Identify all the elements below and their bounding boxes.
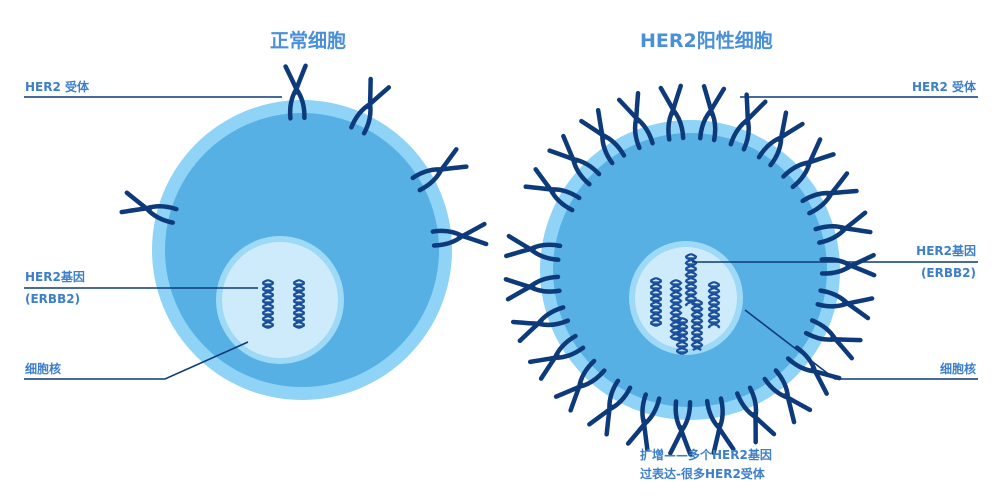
label-nucleus-right: 细胞核: [939, 362, 976, 376]
label-gene-code-left: (ERBB2): [25, 292, 81, 306]
her2-receptor-right-20-shape: [625, 392, 662, 452]
her2-receptor-right-2: [547, 133, 602, 187]
her2-positive-cell: [503, 83, 877, 457]
her2-receptor-right-12-shape: [819, 252, 877, 278]
her2-receptor-right-5-shape: [658, 83, 686, 142]
her2-gene-right-2: [669, 278, 683, 342]
her2-gene-right-1: [650, 276, 662, 328]
her2-receptor-left-5-shape: [119, 190, 179, 225]
her2-receptor-right-23-shape: [527, 333, 586, 381]
leader-line-nucleus-left: [24, 341, 249, 380]
normal-cell: [119, 63, 489, 400]
her2-receptor-right-3-shape: [579, 107, 627, 166]
her2-receptor-right-7-shape: [728, 92, 768, 152]
her2-receptor-right-3: [579, 107, 627, 166]
her2-receptor-right-26: [504, 233, 563, 263]
left-leader-lines: [24, 96, 282, 380]
her2-receptor-right-19-shape: [668, 399, 693, 457]
her2-gene-right-3-strand-1: [684, 252, 698, 307]
her2-receptor-right-9-shape: [781, 137, 836, 190]
her2-receptor-left-5: [119, 190, 179, 225]
her2-receptor-right-25-shape: [503, 274, 562, 302]
her2-receptor-right-18: [704, 396, 736, 456]
her2-gene-right-5-strand-2: [707, 280, 721, 329]
her2-receptor-right-1: [523, 167, 582, 213]
her2-receptor-right-18-shape: [704, 396, 736, 456]
her2-receptor-right-11-shape: [813, 210, 873, 245]
her2-receptor-right-5: [658, 83, 686, 142]
right-leader-lines: [692, 96, 978, 380]
her2-receptor-right-8-shape: [756, 110, 805, 168]
her2-receptor-left-2: [349, 76, 392, 136]
her2-cell-receptors: [503, 83, 877, 457]
her2-receptor-right-8: [756, 110, 805, 168]
her2-receptor-right-16: [762, 368, 813, 425]
her2-receptor-right-1-shape: [523, 167, 582, 213]
caption-amplification: 扩增——多个HER2基因: [640, 448, 772, 462]
normal-cell-nucleus: [222, 242, 338, 358]
her2-receptor-right-13: [815, 288, 875, 321]
her2-receptor-right-4-shape: [616, 90, 655, 151]
her2-receptor-right-26-shape: [504, 233, 563, 263]
normal-cell-genes: [262, 278, 305, 330]
label-gene-code-right: (ERBB2): [920, 266, 976, 280]
her2-receptor-right-20: [625, 392, 662, 452]
her2-receptor-left-1: [283, 63, 308, 121]
her2-receptor-left-4-shape: [430, 221, 489, 248]
title-her2-cell: HER2阳性细胞: [640, 30, 773, 52]
her2-receptor-right-4: [616, 90, 655, 151]
label-gene-right: HER2基因: [916, 244, 976, 258]
her2-receptor-right-19: [668, 399, 693, 457]
her2-receptor-left-1-shape: [283, 63, 308, 121]
her2-receptor-left-3-shape: [410, 147, 469, 193]
her2-receptor-right-2-shape: [547, 133, 602, 187]
her2-receptor-right-24-shape: [510, 305, 571, 344]
her2-receptor-right-10: [800, 171, 859, 216]
her2-receptor-right-21-shape: [587, 378, 633, 437]
her2-receptor-right-21: [587, 378, 633, 437]
her2-gene-right-5: [707, 280, 721, 329]
her2-receptor-right-22-shape: [553, 358, 607, 413]
her2-receptor-left-2-shape: [349, 76, 392, 136]
her2-receptor-right-14: [803, 318, 863, 361]
her2-receptor-right-17: [735, 385, 777, 445]
her2-receptor-left-4: [430, 221, 489, 248]
her2-gene-right-6: [675, 316, 689, 356]
her2-receptor-right-17-shape: [735, 385, 777, 445]
her2-gene-left-1: [262, 278, 274, 330]
label-receptor-right: HER2 受体: [911, 80, 976, 94]
title-normal-cell: 正常细胞: [270, 30, 347, 52]
her2-receptor-right-6-shape: [697, 84, 727, 143]
her2-receptor-right-13-shape: [815, 288, 875, 321]
her2-gene-right-6-strand-2: [675, 316, 689, 356]
her2-gene-left-2: [293, 278, 305, 330]
her2-receptor-right-23: [527, 333, 586, 381]
her2-receptor-right-10-shape: [800, 171, 859, 216]
label-gene-left: HER2基因: [25, 270, 85, 284]
leader-line-nucleus-right: [744, 309, 978, 380]
her2-gene-right-5-strand-1: [707, 280, 721, 329]
her2-receptor-right-11: [813, 210, 873, 245]
caption-overexpression: 过表达-很多HER2受体: [640, 467, 765, 481]
her2-receptor-right-9: [781, 137, 836, 190]
her2-receptor-right-12: [819, 252, 877, 278]
her2-receptor-right-22: [553, 358, 607, 413]
normal-cell-receptors: [119, 63, 489, 248]
label-nucleus-left: 细胞核: [25, 362, 62, 376]
her2-receptor-right-6: [697, 84, 727, 143]
her2-receptor-right-14-shape: [803, 318, 863, 361]
her2-receptor-right-24: [510, 305, 571, 344]
her2-receptor-right-25: [503, 274, 562, 302]
label-receptor-left: HER2 受体: [25, 80, 90, 94]
her2-receptor-right-7: [728, 92, 768, 152]
her2-receptor-right-16-shape: [762, 368, 813, 425]
her2-gene-right-4: [690, 298, 704, 351]
her2-gene-right-4-strand-2: [690, 298, 704, 351]
her2-receptor-left-3: [410, 147, 469, 193]
